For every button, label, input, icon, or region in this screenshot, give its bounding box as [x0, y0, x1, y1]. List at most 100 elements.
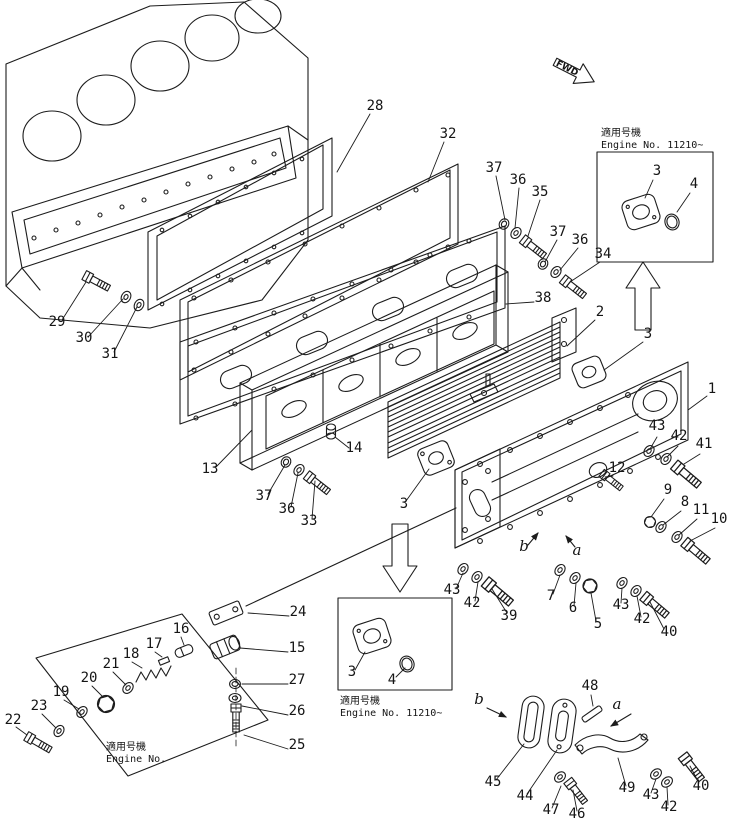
callout-41: 41: [696, 436, 713, 452]
callout-43: 43: [613, 597, 630, 613]
bolt-29: [81, 270, 112, 294]
plug-5: [580, 576, 600, 596]
oring-37: [496, 216, 512, 232]
callout-35: 35: [532, 184, 549, 200]
callout-19: 19: [53, 684, 70, 700]
bolt-35: [518, 234, 549, 261]
plug-9: [642, 514, 658, 530]
callout-44: 44: [517, 788, 534, 804]
callout-3: 3: [400, 496, 408, 512]
note-bottom-left-jp: 適用号機: [106, 740, 146, 753]
washer-21: [120, 679, 136, 697]
callout-3: 3: [653, 163, 661, 179]
callout-42: 42: [661, 799, 678, 815]
oring-37: [278, 454, 294, 470]
washer-6: [567, 569, 583, 587]
callout-7: 7: [547, 588, 555, 604]
pointer-a: [610, 713, 632, 727]
callout-13: 13: [202, 461, 219, 477]
pin-17: [157, 656, 171, 666]
note-bottom-left-en: Engine No.: [106, 754, 166, 765]
bolt-34: [558, 274, 589, 301]
callout-16: 16: [173, 621, 190, 637]
pointer-b: [527, 532, 539, 546]
callout-27: 27: [289, 672, 306, 688]
callout-17: 17: [146, 636, 163, 652]
callout-b: b: [519, 537, 529, 555]
callout-42: 42: [671, 428, 688, 444]
pin-48: [581, 705, 603, 723]
fwd-label: FWD: [554, 59, 580, 79]
callout-a: a: [613, 695, 622, 713]
callout-1: 1: [708, 381, 716, 397]
callout-3: 3: [644, 326, 652, 342]
callout-28: 28: [367, 98, 384, 114]
pointer-a: [565, 535, 576, 548]
callout-40: 40: [693, 778, 710, 794]
callout-36: 36: [279, 501, 296, 517]
washer-42: [628, 582, 644, 600]
gasket-3: [571, 355, 607, 389]
bolt-10: [680, 536, 713, 567]
mount-leader: [245, 507, 457, 607]
callout-25: 25: [289, 737, 306, 753]
inset-middle: [337, 597, 453, 691]
callout-b: b: [474, 690, 484, 708]
arrow-up: [625, 261, 661, 331]
bolt-46: [563, 776, 590, 807]
callout-3: 3: [348, 664, 356, 680]
plug-20: [95, 693, 117, 715]
plunger-16: [174, 644, 194, 658]
lever-49: [574, 733, 649, 755]
callout-45: 45: [485, 774, 502, 790]
washer-43: [455, 560, 471, 578]
callout-42: 42: [634, 611, 651, 627]
callout-42: 42: [464, 595, 481, 611]
washer-42: [658, 450, 674, 468]
cover-plate-38: [179, 225, 506, 425]
callout-12: 12: [609, 460, 626, 476]
callout-34: 34: [595, 246, 612, 262]
note-top-right-jp: 適用号機: [601, 126, 641, 139]
callout-18: 18: [123, 646, 140, 662]
callout-24: 24: [290, 604, 307, 620]
callout-20: 20: [81, 670, 98, 686]
callout-21: 21: [103, 656, 120, 672]
gasket-28: [147, 137, 333, 311]
callout-23: 23: [31, 698, 48, 714]
pointer-b: [486, 707, 507, 718]
callout-37: 37: [550, 224, 567, 240]
gasket-3: [417, 440, 455, 476]
callout-22: 22: [5, 712, 22, 728]
callout-36: 36: [572, 232, 589, 248]
frame-13: [239, 264, 509, 471]
washer-26: [228, 692, 242, 704]
inset-top-right: [596, 151, 714, 263]
washer-30: [118, 289, 134, 305]
oil-cooler-core: [387, 307, 577, 459]
oring-37: [535, 256, 551, 272]
callout-26: 26: [289, 703, 306, 719]
engine-block: [5, 0, 309, 329]
callout-6: 6: [569, 600, 577, 616]
callout-14: 14: [346, 440, 363, 456]
callout-2: 2: [596, 304, 604, 320]
callout-10: 10: [711, 511, 728, 527]
callout-15: 15: [289, 640, 306, 656]
callout-49: 49: [619, 780, 636, 796]
callout-32: 32: [440, 126, 457, 142]
note-middle-jp: 適用号機: [340, 694, 380, 707]
washer-19: [74, 703, 90, 721]
callout-37: 37: [486, 160, 503, 176]
washer-36: [508, 224, 524, 242]
callout-31: 31: [102, 346, 119, 362]
bracket-24: [208, 600, 244, 626]
grommet-14: [325, 423, 337, 440]
gasket-45: [517, 695, 545, 749]
washer-31: [131, 297, 147, 313]
callout-48: 48: [582, 678, 599, 694]
spring-18: [135, 665, 172, 683]
fwd-arrow: FWD: [552, 57, 595, 84]
